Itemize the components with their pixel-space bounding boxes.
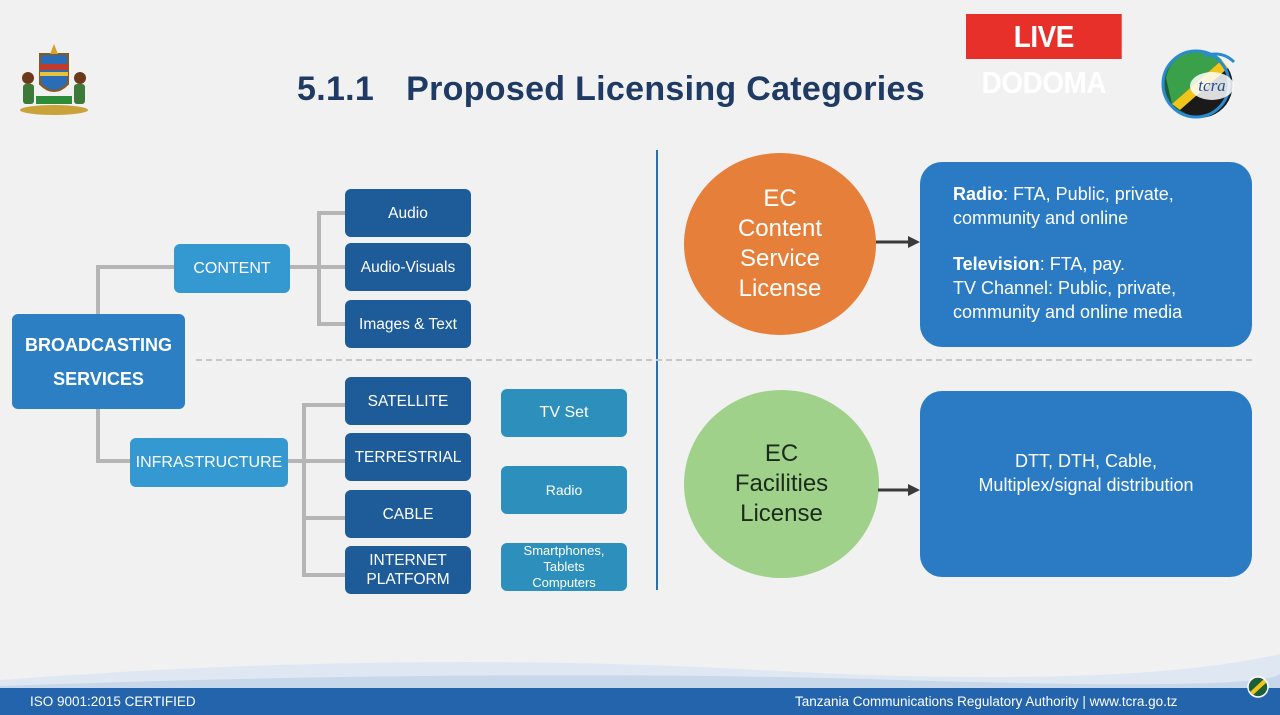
facilities-license-details-box: DTT, DTH, Cable, Multiplex/signal distri… <box>920 391 1252 577</box>
device-radio: Radio <box>501 466 627 514</box>
slide-title: 5.1.1 Proposed Licensing Categories <box>0 70 1222 109</box>
infrastructure-node: INFRASTRUCTURE <box>130 438 288 487</box>
content-license-details-box: Radio: FTA, Public, private, community a… <box>920 162 1252 347</box>
connector <box>317 322 347 326</box>
content-node: CONTENT <box>174 244 290 293</box>
radio-text: : FTA, Public, private, community and on… <box>953 184 1174 228</box>
radio-details: Radio: FTA, Public, private, community a… <box>953 182 1228 230</box>
television-details: Television: FTA, pay. <box>953 252 1228 276</box>
footer-authority-text: Tanzania Communications Regulatory Autho… <box>795 694 1178 709</box>
connector <box>302 403 306 577</box>
connector <box>302 403 347 407</box>
tv-channel-details: TV Channel: Public, private, community a… <box>953 278 1183 322</box>
infra-item-satellite: SATELLITE <box>345 377 471 425</box>
device-smartphones: Smartphones, Tablets Computers <box>501 543 627 591</box>
horizontal-dashed-divider <box>196 359 1252 361</box>
device-tv-set: TV Set <box>501 389 627 437</box>
television-text: : FTA, pay. <box>1039 254 1126 274</box>
footer-wave <box>0 640 1280 690</box>
coat-of-arms-logo <box>18 40 90 116</box>
connector <box>302 516 347 520</box>
broadcasting-services-node: BROADCASTING SERVICES <box>12 314 185 409</box>
arrow-icon <box>878 482 920 498</box>
title-number: 5.1.1 <box>297 70 375 108</box>
connector <box>289 265 319 269</box>
content-item-audio: Audio <box>345 189 471 237</box>
infra-item-cable: CABLE <box>345 490 471 538</box>
content-item-images-text: Images & Text <box>345 300 471 348</box>
connector <box>302 459 347 463</box>
vertical-divider <box>656 150 658 590</box>
connector <box>286 459 306 463</box>
footer-iso-text: ISO 9001:2015 CERTIFIED <box>30 694 196 709</box>
ec-facilities-license-circle: EC Facilities License <box>684 390 879 578</box>
connector <box>96 459 132 463</box>
connector <box>96 408 100 462</box>
svg-text:tcra: tcra <box>1198 76 1225 95</box>
television-label: Television <box>953 254 1040 274</box>
connector <box>317 265 347 269</box>
radio-label: Radio <box>953 184 1004 204</box>
connector <box>96 265 100 315</box>
connector <box>302 573 347 577</box>
root-line2: SERVICES <box>53 368 144 389</box>
content-item-audio-visuals: Audio-Visuals <box>345 243 471 291</box>
root-line1: BROADCASTING <box>25 334 172 355</box>
title-text: Proposed Licensing Categories <box>406 70 925 108</box>
footer-bar <box>0 688 1280 715</box>
connector <box>317 211 347 215</box>
live-dodoma-badge: LIVE DODOMA <box>966 14 1122 100</box>
ec-content-service-license-circle: EC Content Service License <box>684 153 876 335</box>
tcra-logo: tcra <box>1152 48 1244 120</box>
infra-item-internet-platform: INTERNET PLATFORM <box>345 546 471 594</box>
infra-item-terrestrial: TERRESTRIAL <box>345 433 471 481</box>
connector <box>96 265 176 269</box>
footer-tcra-mini-logo <box>1246 676 1272 698</box>
arrow-icon <box>876 234 920 250</box>
